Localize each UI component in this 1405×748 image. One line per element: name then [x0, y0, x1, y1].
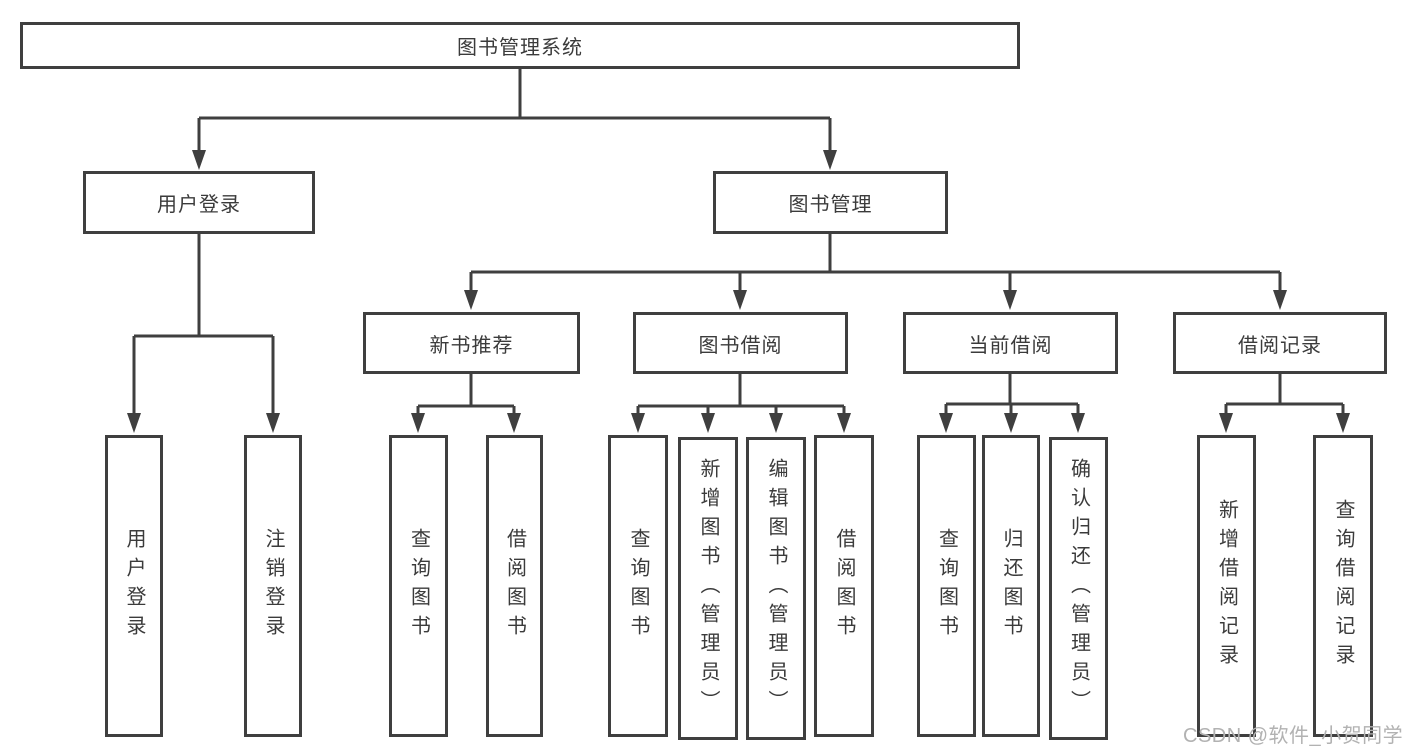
leaf-borrow-books-recommend: 借阅图书: [486, 435, 543, 737]
leaf-confirm-return-admin: 确认归还（管理员）: [1049, 437, 1108, 740]
node-book-management: 图书管理: [713, 171, 948, 234]
csdn-watermark: CSDN @软件_小贺同学: [1183, 725, 1404, 747]
leaf-query-books-borrow: 查询图书: [608, 435, 668, 737]
leaf-add-borrow-record: 新增借阅记录: [1197, 435, 1256, 737]
node-book-borrowing: 图书借阅: [633, 312, 848, 374]
leaf-borrow-books: 借阅图书: [814, 435, 874, 737]
leaf-edit-books-admin: 编辑图书（管理员）: [746, 437, 806, 740]
leaf-user-login: 用户登录: [105, 435, 163, 737]
leaf-logout: 注销登录: [244, 435, 302, 737]
leaf-add-books-admin: 新增图书（管理员）: [678, 437, 738, 740]
leaf-query-books-current: 查询图书: [917, 435, 976, 737]
leaf-return-books: 归还图书: [982, 435, 1040, 737]
node-new-book-recommendation: 新书推荐: [363, 312, 580, 374]
leaf-query-borrow-record: 查询借阅记录: [1313, 435, 1373, 737]
node-current-borrowing: 当前借阅: [903, 312, 1118, 374]
leaf-query-books-recommend: 查询图书: [389, 435, 448, 737]
node-library-management-system: 图书管理系统: [20, 22, 1020, 69]
node-borrowing-records: 借阅记录: [1173, 312, 1387, 374]
node-user-login: 用户登录: [83, 171, 315, 234]
